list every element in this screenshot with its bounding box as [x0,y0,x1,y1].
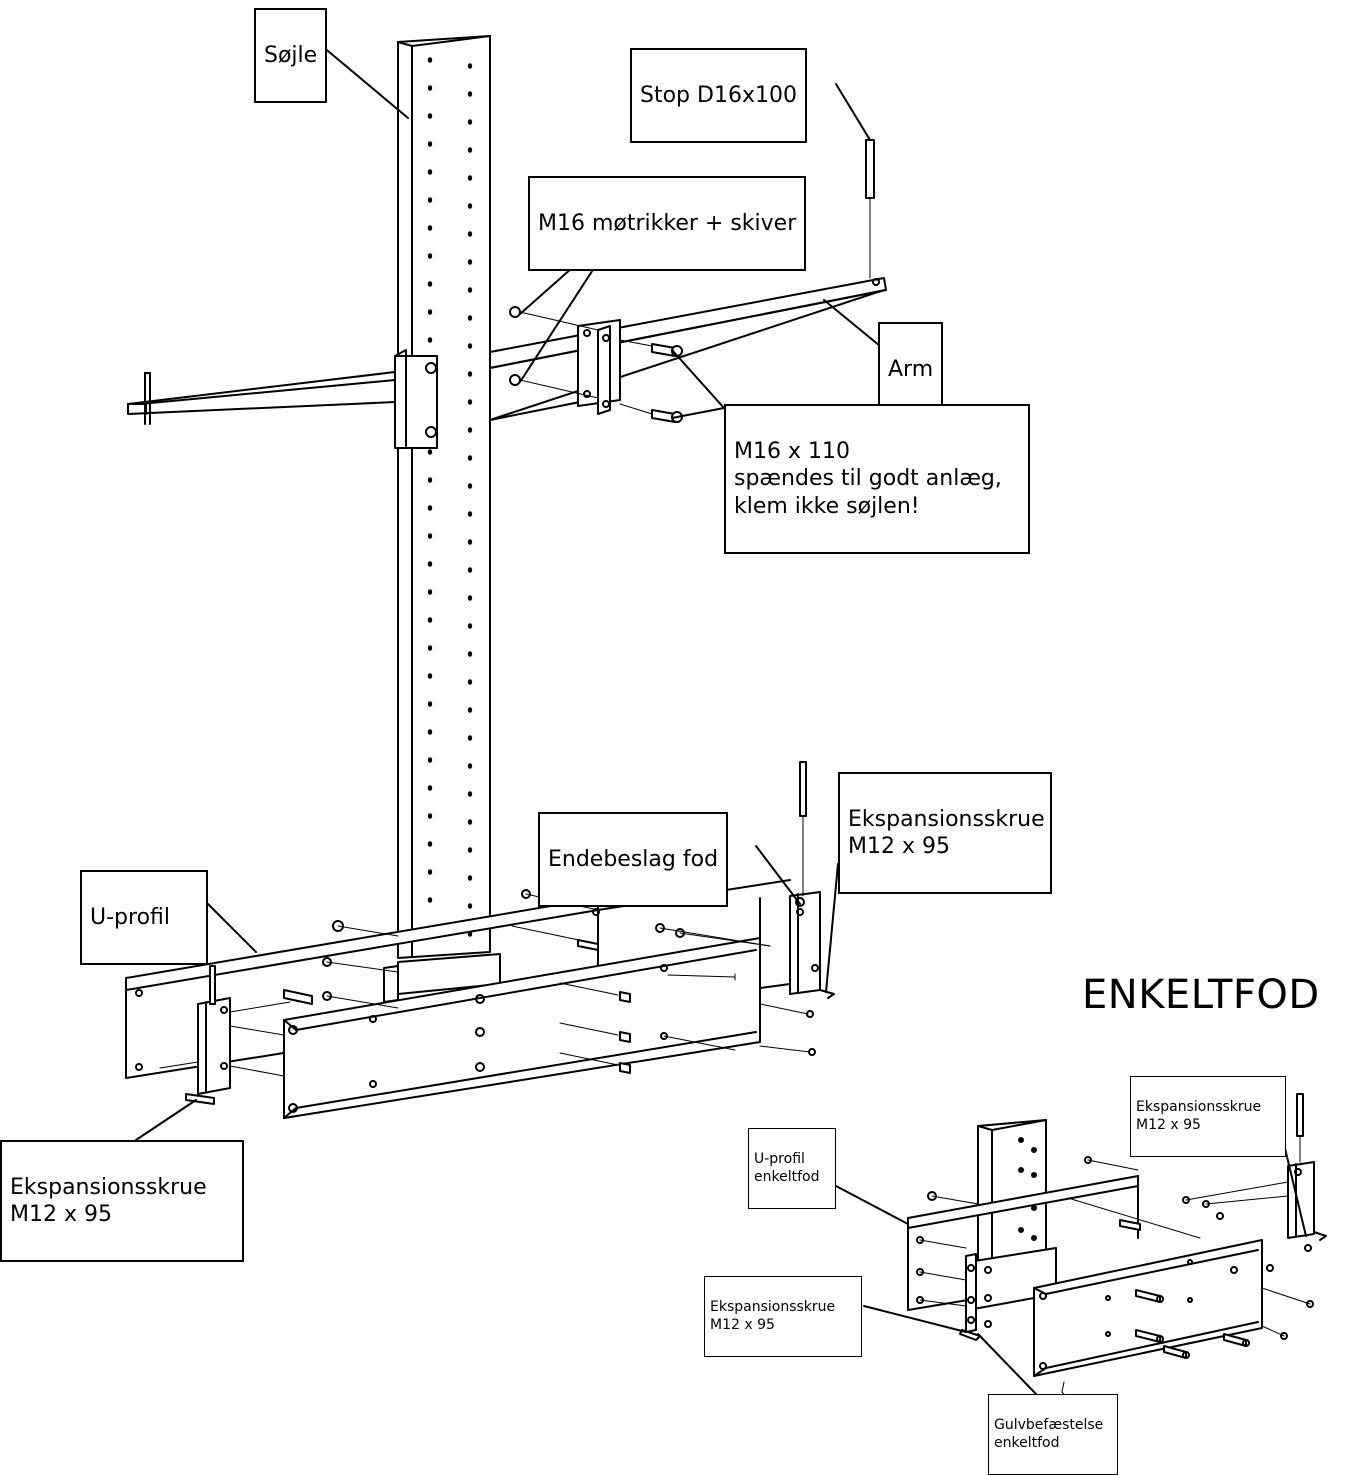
column-hole [427,645,433,651]
label-single-floor-fixing-text: Gulvbefæstelse enkeltfod [994,1417,1104,1452]
column-hole [467,539,473,545]
column-hole [427,757,433,763]
column-hole [427,141,433,147]
column-holes [427,57,473,937]
column-hole [467,259,473,265]
column-hole [427,337,433,343]
column-hole [427,617,433,623]
column-hole [467,147,473,153]
single-foot-title: ENKELTFOD [1082,972,1320,1018]
column-hole [467,63,473,69]
column-hole [427,729,433,735]
base-foot-drawing [125,761,835,1119]
column-hole [427,869,433,875]
column-hole [427,85,433,91]
column-hole [427,281,433,287]
column-hole [427,57,433,63]
column-hole [427,813,433,819]
column-hole [427,225,433,231]
column-hole [467,119,473,125]
column-hole [467,343,473,349]
column-hole [467,371,473,377]
label-nuts: M16 møtrikker + skiver [528,176,807,271]
column-hole [427,561,433,567]
column-hole [467,791,473,797]
column-hole [467,595,473,601]
label-stop-text: Stop D16x100 [640,82,797,108]
column-hole [427,701,433,707]
label-single-floor-fixing: Gulvbefæstelse enkeltfod [988,1394,1118,1475]
column-hole [467,287,473,293]
column-hole [427,197,433,203]
stop-pin-drawing [865,139,875,279]
column-hole [427,533,433,539]
column-hole [467,231,473,237]
label-arm: Arm [878,322,944,417]
column-hole [427,113,433,119]
column-hole [467,623,473,629]
column-hole [467,427,473,433]
column-hole [467,875,473,881]
column-hole [427,841,433,847]
label-u-profile: U-profil [80,870,208,965]
label-column: Søjle [254,8,328,103]
column-hole [467,847,473,853]
column-hole [467,651,473,657]
label-column-text: Søjle [264,42,318,68]
label-end-bracket-text: Endebeslag fod [548,846,719,872]
column-hole [467,399,473,405]
column-hole [467,483,473,489]
column-hole [467,735,473,741]
label-expansion-right: Ekspansionsskrue M12 x 95 [838,772,1052,894]
single-foot-drawing [907,1093,1327,1418]
column-hole [427,673,433,679]
label-bolt: M16 x 110 spændes til godt anlæg, klem i… [724,404,1030,554]
column-hole [427,477,433,483]
leader-lines [135,45,1307,1395]
column-hole [427,169,433,175]
label-bolt-text: M16 x 110 spændes til godt anlæg, klem i… [734,438,1002,519]
label-single-u-profile-text: U-profil enkeltfod [754,1151,820,1186]
label-expansion-left: Ekspansionsskrue M12 x 95 [0,1140,244,1262]
label-single-u-profile: U-profil enkeltfod [748,1128,836,1209]
column-hole [427,309,433,315]
label-arm-text: Arm [888,356,934,382]
column-drawing [397,35,491,959]
column-hole [427,449,433,455]
label-single-expansion-left: Ekspansionsskrue M12 x 95 [704,1276,862,1357]
label-expansion-right-text: Ekspansionsskrue M12 x 95 [848,806,1045,860]
column-hole [467,91,473,97]
label-stop: Stop D16x100 [630,48,807,143]
label-single-expansion-left-text: Ekspansionsskrue M12 x 95 [710,1299,836,1334]
label-end-bracket: Endebeslag fod [538,812,729,907]
label-expansion-left-text: Ekspansionsskrue M12 x 95 [10,1174,207,1228]
column-hole [467,903,473,909]
right-arm-drawing [489,277,887,421]
column-hole [467,819,473,825]
label-single-expansion-top: Ekspansionsskrue M12 x 95 [1130,1076,1286,1157]
column-hole [467,763,473,769]
column-hole [467,707,473,713]
label-nuts-text: M16 møtrikker + skiver [538,210,797,236]
label-u-profile-text: U-profil [90,904,170,930]
left-arm-drawing [127,349,438,449]
column-hole [427,785,433,791]
column-hole [427,253,433,259]
column-hole [467,315,473,321]
column-hole [467,175,473,181]
column-hole [467,455,473,461]
label-single-expansion-top-text: Ekspansionsskrue M12 x 95 [1136,1099,1262,1134]
column-hole [427,897,433,903]
column-hole [427,589,433,595]
column-hole [467,567,473,573]
column-hole [427,505,433,511]
column-hole [467,511,473,517]
column-hole [467,203,473,209]
column-hole [467,679,473,685]
